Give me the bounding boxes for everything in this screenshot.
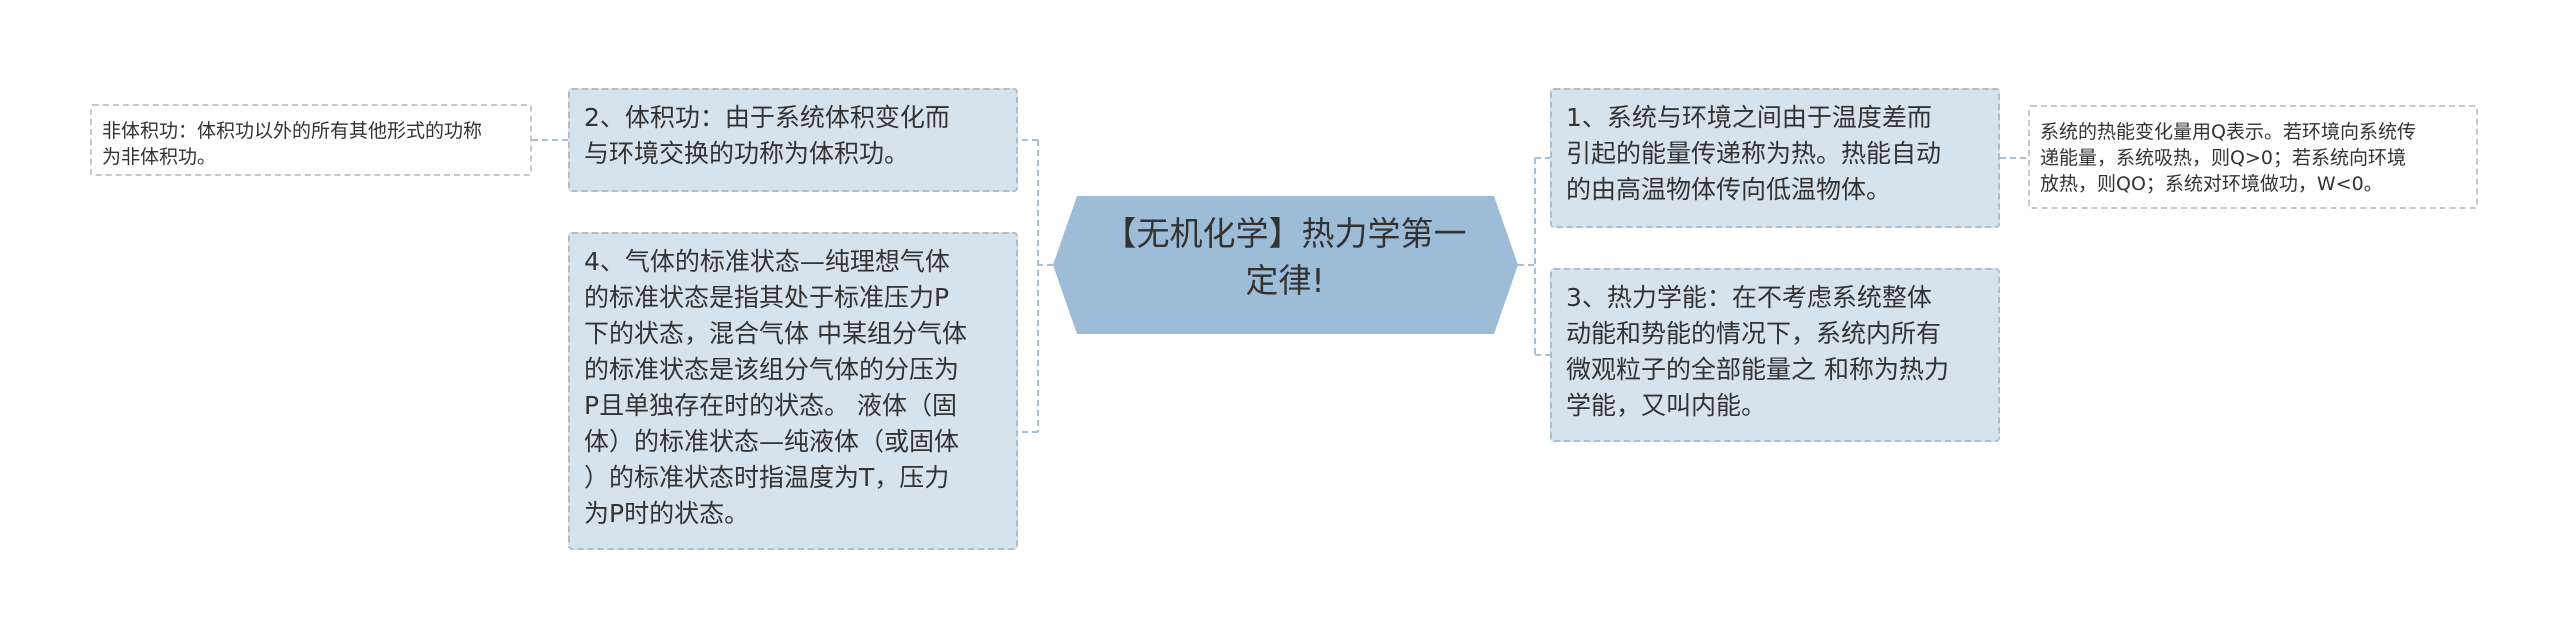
- root-node-title[interactable]: 【无机化学】热力学第一 定律!: [1103, 214, 1467, 300]
- root-node-shape[interactable]: [1053, 196, 1518, 334]
- node-standard-state[interactable]: 4、气体的标准状态—纯理想气体 的标准状态是指其处于标准压力P 下的状态，混合气…: [568, 232, 1018, 550]
- note-heat-change[interactable]: 系统的热能变化量用Q表示。若环境向系统传 递能量，系统吸热，则Q>0；若系统向环…: [2028, 105, 2478, 209]
- node-volume-work[interactable]: 2、体积功：由于系统体积变化而 与环境交换的功称为体积功。: [568, 88, 1018, 192]
- note-non-volume-work[interactable]: 非体积功：体积功以外的所有其他形式的功称 为非体积功。: [90, 104, 532, 176]
- node-internal-energy[interactable]: 3、热力学能：在不考虑系统整体 动能和势能的情况下，系统内所有 微观粒子的全部能…: [1550, 268, 2000, 442]
- node-heat[interactable]: 1、系统与环境之间由于温度差而 引起的能量传递称为热。热能自动 的由高温物体传向…: [1550, 88, 2000, 228]
